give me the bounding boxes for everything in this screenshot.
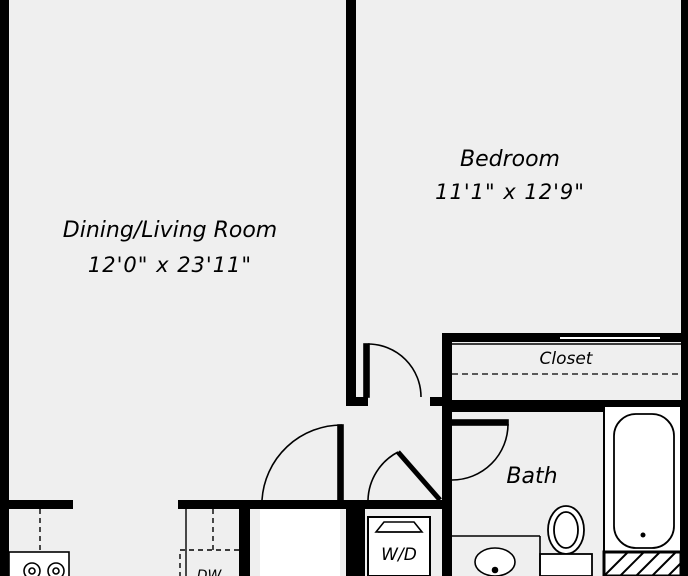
closet-label: Closet <box>540 349 594 369</box>
bathtub <box>603 405 682 553</box>
bedroom-label: Bedroom <box>460 147 560 172</box>
hall-closet-white <box>260 509 340 576</box>
hatched-wall <box>602 550 683 576</box>
bath-label: Bath <box>506 464 557 489</box>
wall-hall-post <box>239 500 250 576</box>
dishwasher-label: DW <box>197 568 223 576</box>
vanity-sink <box>452 535 541 576</box>
range-burners <box>8 551 70 576</box>
outer-wall-left <box>0 0 9 576</box>
washer-dryer-unit <box>367 516 431 576</box>
washer-dryer-label: W/D <box>381 545 417 565</box>
closet-floor <box>452 342 681 400</box>
door-closet-wd <box>367 450 442 502</box>
wall-kitchen-mid <box>178 500 250 509</box>
door-bedroom <box>363 343 422 398</box>
door-bath <box>451 419 509 481</box>
wall-hall-closet-top <box>250 500 346 509</box>
wall-kitchen-left <box>9 500 73 509</box>
wall-bedroom-bottom-right <box>430 397 452 406</box>
wall-hall-closet-right <box>346 500 355 576</box>
living-room-label: Dining/Living Room <box>63 218 277 243</box>
door-hallway <box>261 424 344 501</box>
wall-bath-left-lower <box>442 486 452 576</box>
bedroom-dimensions: 11'1" x 12'9" <box>435 180 585 204</box>
wall-closet-left <box>442 333 452 403</box>
outer-wall-right <box>681 0 688 576</box>
wall-bedroom-bottom-left <box>346 397 368 406</box>
wall-wd-top <box>355 500 442 509</box>
wall-wd-left <box>355 500 365 576</box>
living-room-dimensions: 12'0" x 23'11" <box>88 253 252 277</box>
wall-bath-left-upper <box>442 400 452 422</box>
living-room-floor <box>9 0 346 576</box>
toilet <box>539 505 593 576</box>
wall-bedroom-left <box>346 0 356 405</box>
